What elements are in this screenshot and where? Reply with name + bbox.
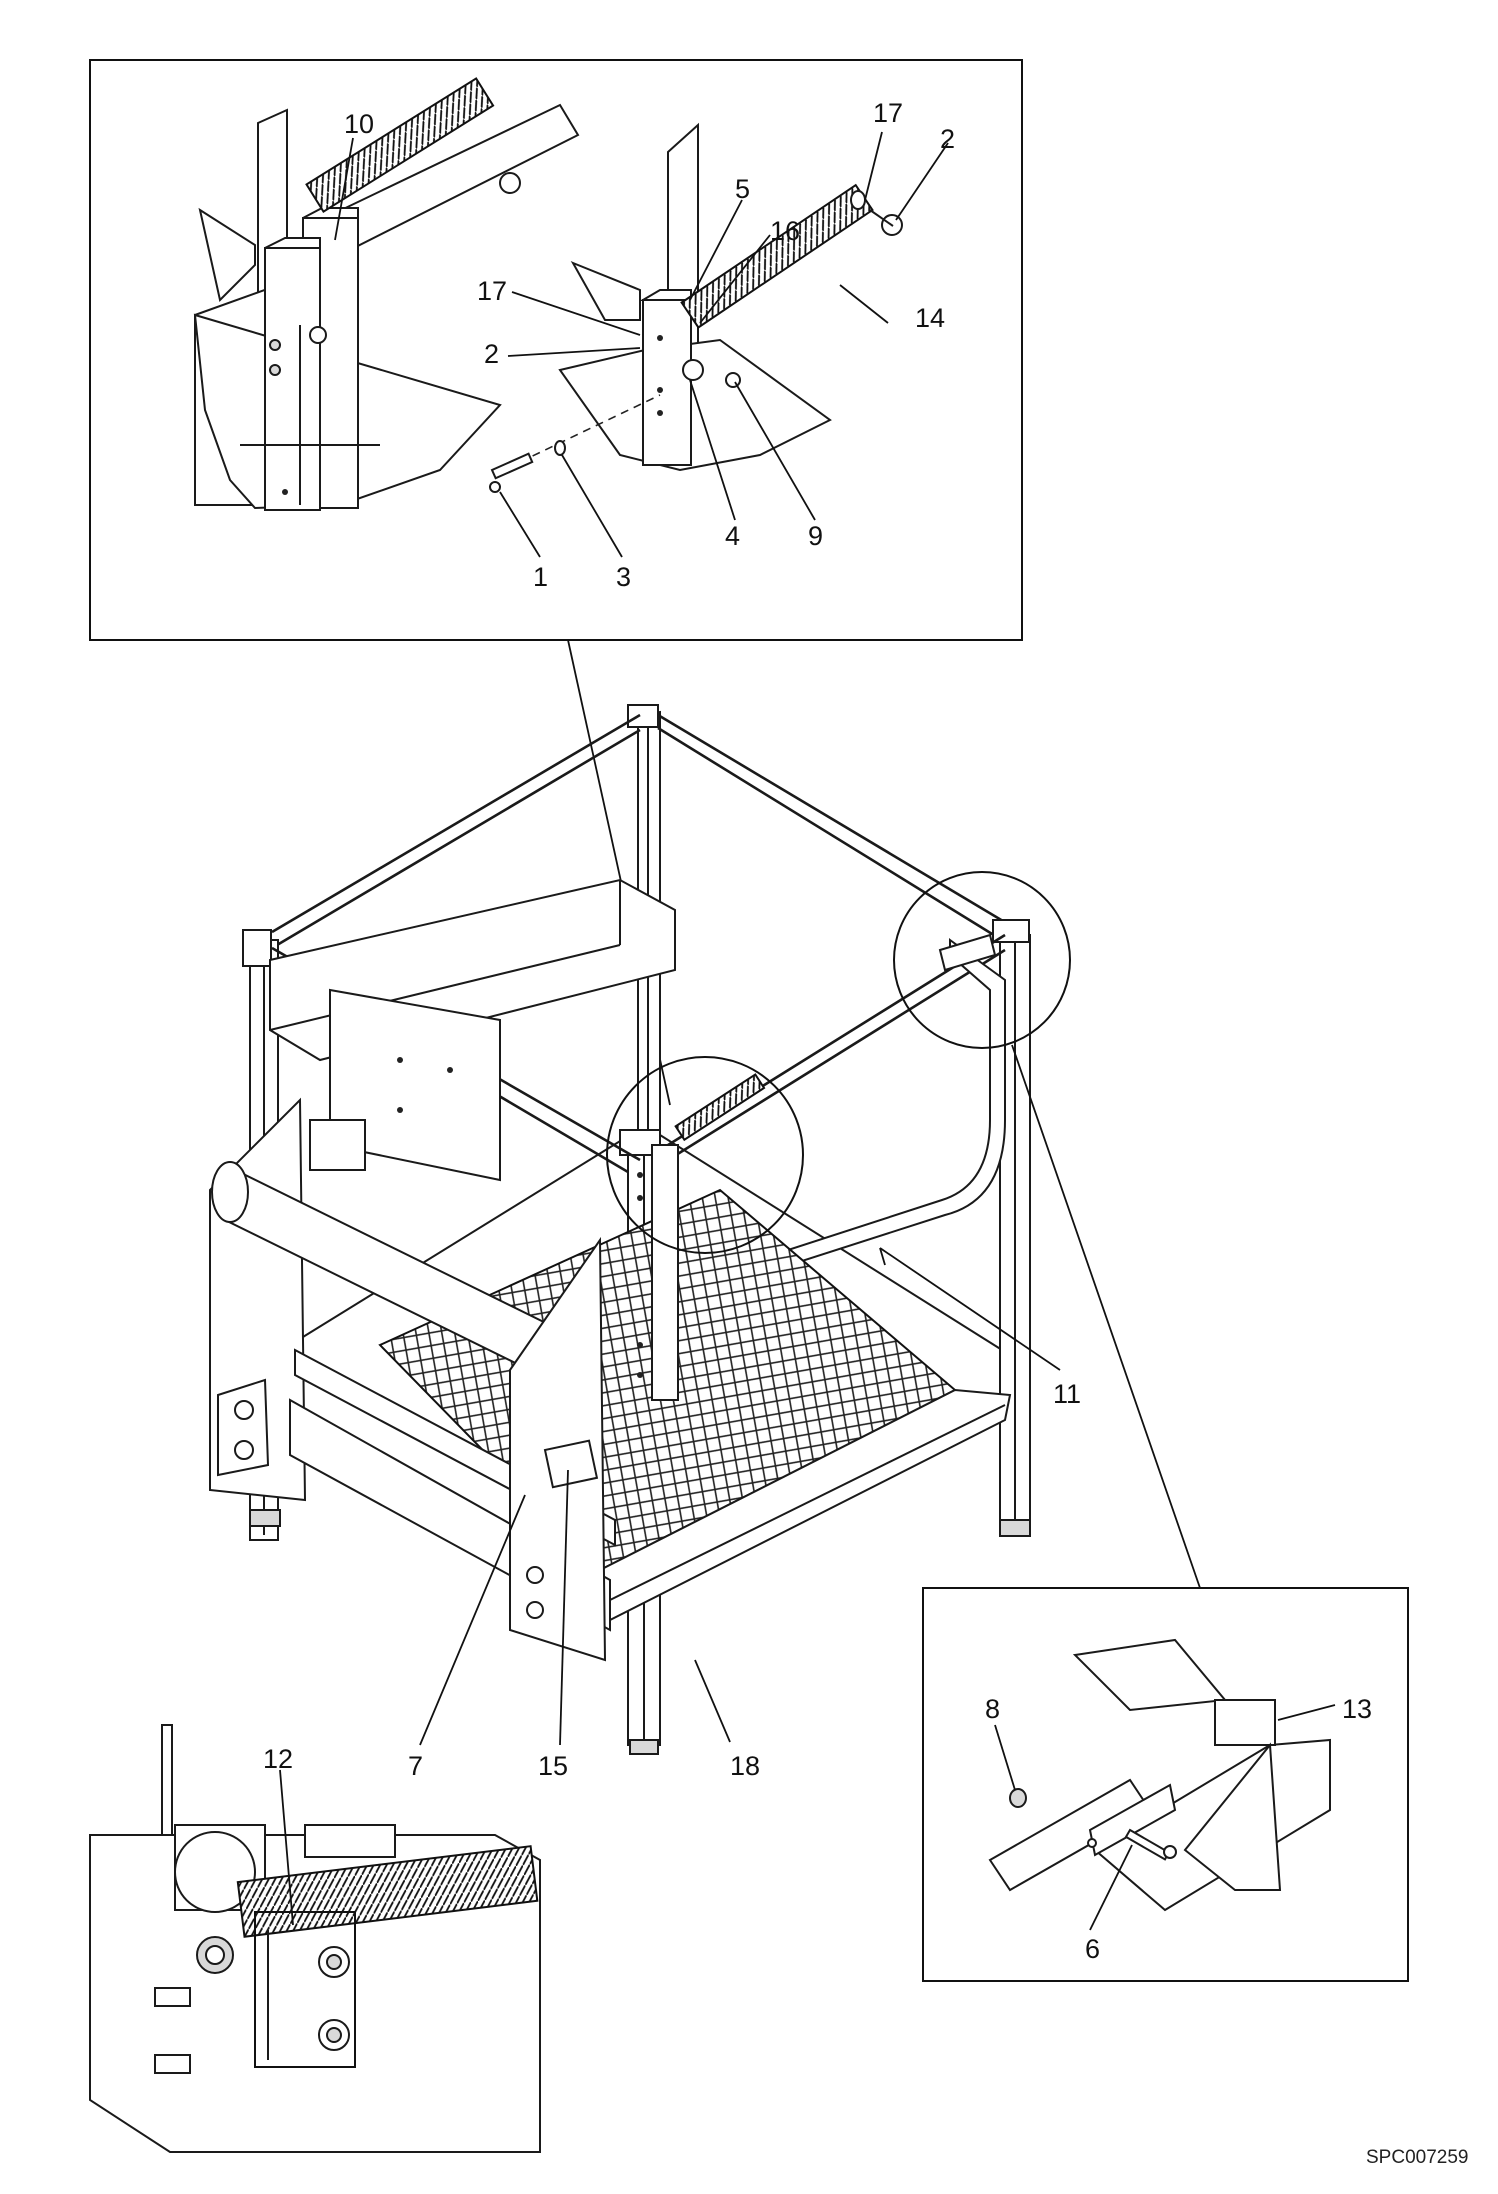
callout-12: 12 bbox=[263, 1744, 293, 1774]
main-assembly-view bbox=[209, 704, 1071, 1755]
callout-16: 16 bbox=[770, 216, 800, 246]
callout-17-left: 17 bbox=[477, 276, 507, 306]
detail-circle-spring bbox=[606, 1056, 804, 1254]
detail-circle-latch bbox=[893, 871, 1071, 1049]
callout-5: 5 bbox=[735, 174, 750, 204]
callout-18: 18 bbox=[730, 1751, 760, 1781]
callout-13: 13 bbox=[1342, 1694, 1372, 1724]
callout-10: 10 bbox=[344, 109, 374, 139]
detail-top-box bbox=[89, 59, 1023, 641]
callout-6: 6 bbox=[1085, 1934, 1100, 1964]
callout-1: 1 bbox=[533, 562, 548, 592]
drawing-id: SPC007259 bbox=[1366, 2147, 1468, 2168]
top-box-leaders bbox=[334, 131, 949, 558]
callout-14: 14 bbox=[915, 303, 945, 333]
side-view-detail bbox=[89, 1724, 541, 2153]
callout-4: 4 bbox=[725, 521, 740, 551]
callout-labels: 10 17 2 5 16 17 14 2 4 9 1 3 11 13 8 12 … bbox=[263, 98, 1372, 1964]
callout-2-left: 2 bbox=[484, 339, 499, 369]
callout-7: 7 bbox=[408, 1751, 423, 1781]
middle-post-view bbox=[489, 122, 903, 493]
callout-2-top: 2 bbox=[940, 124, 955, 154]
callout-11: 11 bbox=[1053, 1379, 1081, 1409]
left-post-view bbox=[193, 77, 580, 511]
callout-8: 8 bbox=[985, 1694, 1000, 1724]
callout-17-top: 17 bbox=[873, 98, 903, 128]
callout-3: 3 bbox=[616, 562, 631, 592]
callout-15: 15 bbox=[538, 1751, 568, 1781]
detail-latch-box bbox=[922, 1587, 1409, 1982]
detail-right-connector bbox=[1011, 1044, 1201, 1589]
callout-9: 9 bbox=[808, 521, 823, 551]
